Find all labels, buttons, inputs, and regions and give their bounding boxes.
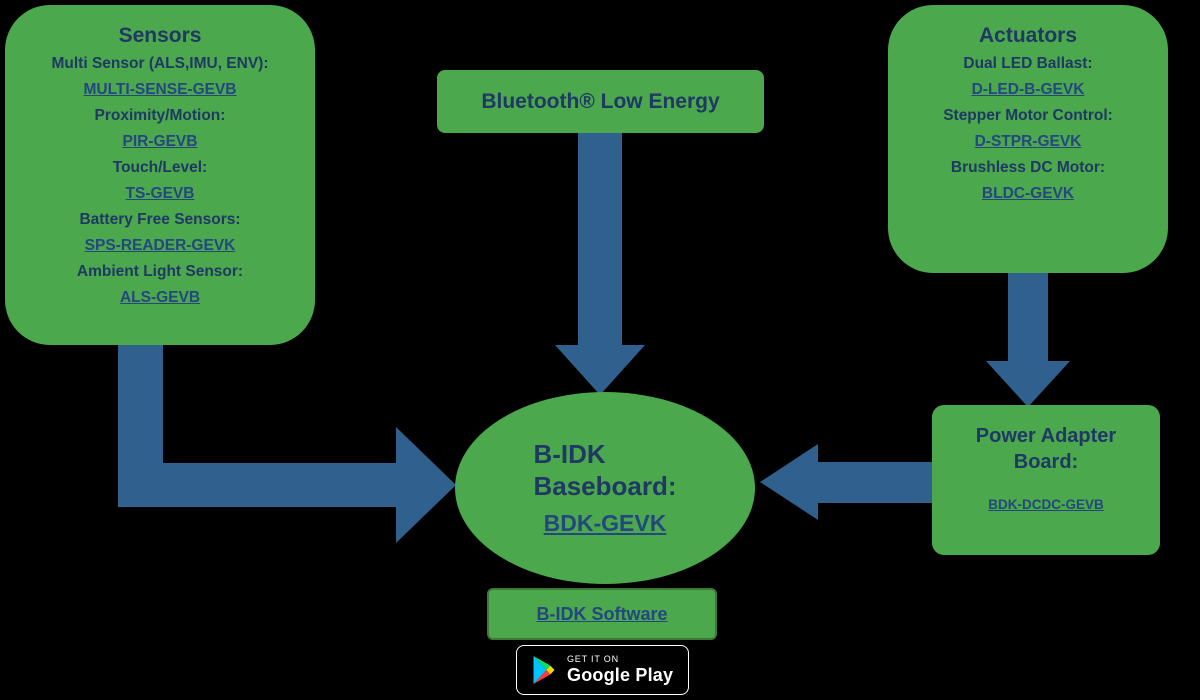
arrow-head-left — [760, 444, 818, 520]
sensor-label: Proximity/Motion: — [94, 107, 226, 124]
arrow-shaft — [818, 462, 932, 503]
bluetooth-box: Bluetooth® Low Energy — [437, 70, 764, 133]
actuator-link-bldc-gevk[interactable]: BLDC-GEVK — [981, 185, 1075, 202]
actuator-item: Dual LED Ballast: D-LED-B-GEVK — [896, 51, 1160, 103]
baseboard-link-bdk-gevk[interactable]: BDK-GEVK — [543, 510, 667, 536]
bluetooth-label: Bluetooth® Low Energy — [481, 89, 720, 113]
google-play-badge[interactable]: GET IT ON Google Play — [516, 645, 689, 695]
actuator-link-d-stpr-gevk[interactable]: D-STPR-GEVK — [974, 133, 1082, 150]
baseboard-title: B-IDK Baseboard: — [533, 438, 676, 502]
sensor-label: Ambient Light Sensor: — [76, 263, 244, 280]
sensor-link-sps-reader-gevk[interactable]: SPS-READER-GEVK — [84, 237, 236, 254]
actuator-item: Brushless DC Motor: BLDC-GEVK — [896, 155, 1160, 207]
actuator-link-d-led-b-gevk[interactable]: D-LED-B-GEVK — [971, 81, 1085, 98]
actuators-title: Actuators — [978, 24, 1078, 47]
actuator-label: Dual LED Ballast: — [963, 55, 1093, 72]
sensor-label: Touch/Level: — [112, 159, 208, 176]
actuator-label: Brushless DC Motor: — [950, 159, 1106, 176]
arrow-head-down — [986, 361, 1070, 407]
google-play-text: GET IT ON Google Play — [567, 654, 673, 686]
google-play-icon — [531, 656, 557, 684]
arrow-head-down — [555, 345, 645, 395]
sensor-item: Proximity/Motion: PIR-GEVB — [13, 103, 307, 155]
sensor-link-multi-sense-gevb[interactable]: MULTI-SENSE-GEVB — [83, 81, 237, 98]
google-play-tagline: GET IT ON — [567, 654, 619, 664]
sensor-link-pir-gevb[interactable]: PIR-GEVB — [122, 133, 198, 150]
actuators-box: Actuators Dual LED Ballast: D-LED-B-GEVK… — [888, 5, 1168, 273]
baseboard-title-line1: B-IDK — [533, 439, 606, 469]
arrow-shaft — [578, 132, 622, 346]
sensor-item: Multi Sensor (ALS,IMU, ENV): MULTI-SENSE… — [13, 51, 307, 103]
sensor-link-ts-gevb[interactable]: TS-GEVB — [125, 185, 195, 202]
power-adapter-box: Power Adapter Board: BDK-DCDC-GEVB — [932, 405, 1160, 555]
baseboard-ellipse: B-IDK Baseboard: BDK-GEVK — [455, 392, 755, 584]
power-adapter-title: Power Adapter Board: — [975, 425, 1117, 473]
sensor-label: Battery Free Sensors: — [79, 211, 241, 228]
power-adapter-link-bdk-dcdc-gevb[interactable]: BDK-DCDC-GEVB — [988, 497, 1104, 512]
software-box: B-IDK Software — [487, 588, 717, 640]
sensor-item: Battery Free Sensors: SPS-READER-GEVK — [13, 207, 307, 259]
sensor-link-als-gevb[interactable]: ALS-GEVB — [119, 289, 201, 306]
google-play-store-name: Google Play — [567, 665, 674, 685]
sensors-box: Sensors Multi Sensor (ALS,IMU, ENV): MUL… — [5, 5, 315, 345]
arrow-shaft — [118, 463, 398, 507]
arrow-head-right — [396, 427, 456, 543]
sensor-label: Multi Sensor (ALS,IMU, ENV): — [51, 55, 269, 72]
software-link-b-idk-software[interactable]: B-IDK Software — [536, 604, 668, 624]
baseboard-title-line2: Baseboard: — [533, 471, 677, 501]
actuator-item: Stepper Motor Control: D-STPR-GEVK — [896, 103, 1160, 155]
sensor-item: Touch/Level: TS-GEVB — [13, 155, 307, 207]
arrow-shaft — [1008, 272, 1048, 362]
sensors-title: Sensors — [118, 24, 202, 47]
sensor-item: Ambient Light Sensor: ALS-GEVB — [13, 259, 307, 311]
actuator-label: Stepper Motor Control: — [943, 107, 1113, 124]
